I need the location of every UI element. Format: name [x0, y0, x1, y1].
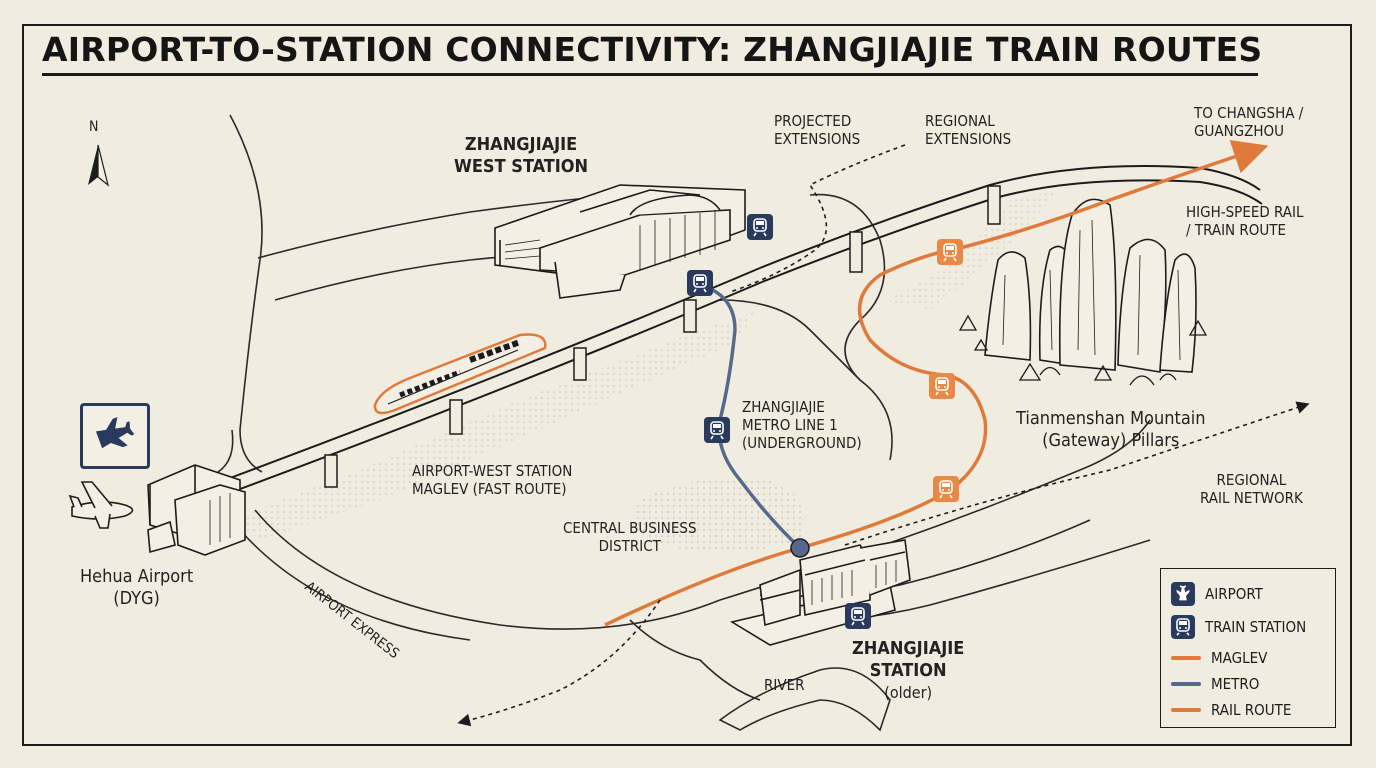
maglev-swatch: [1171, 656, 1201, 660]
legend-airport: AIRPORT: [1171, 581, 1263, 607]
map-title: AIRPORT-TO-STATION CONNECTIVITY: ZHANGJI…: [42, 30, 1263, 69]
maglev-shadow: [230, 310, 760, 540]
hsr-shade: [880, 190, 1060, 310]
metro-interchange: [790, 538, 810, 558]
airport-sign: [80, 403, 150, 469]
map-legend: AIRPORT TRAIN STATION MAGLEV METRO RAIL …: [1160, 568, 1336, 728]
maglev-train: [373, 333, 547, 415]
hsr-label: HIGH-SPEED RAIL/ TRAIN ROUTE: [1186, 203, 1304, 239]
hsr-route: [604, 140, 1269, 627]
compass-label: N: [89, 119, 99, 135]
legend-metro: METRO: [1171, 671, 1259, 697]
legend-rail-route: RAIL ROUTE: [1171, 697, 1291, 723]
hsr-stop-icon-2: [929, 373, 955, 399]
airplane-icon: [1171, 582, 1195, 606]
map-frame: [22, 24, 1352, 746]
west-station-building: [494, 184, 746, 299]
cbd-shade: [633, 477, 806, 552]
river-label: RIVER: [764, 676, 805, 694]
title-underline: [42, 73, 1258, 76]
station-markers: [687, 214, 963, 629]
legend-maglev: MAGLEV: [1171, 645, 1267, 671]
airport-label: Hehua Airport(DYG): [80, 566, 194, 609]
hsr-stop-icon-1: [937, 239, 963, 265]
zhangjiajie-station-train-icon: [845, 603, 871, 629]
dashed-extensions: [457, 144, 1310, 727]
to-changsha-label: TO CHANGSHA /GUANGZHOU: [1194, 104, 1304, 140]
legend-train-station: TRAIN STATION: [1171, 614, 1306, 640]
tianmenshan-pillars: [958, 198, 1208, 386]
west-station-train-icon: [747, 214, 773, 240]
hsr-stop-icon-3: [933, 476, 959, 502]
airplane-drawing: [68, 481, 134, 529]
north-arrow-icon: [88, 144, 110, 187]
train-icon: [1171, 615, 1195, 639]
airport-terminal: [147, 464, 246, 556]
maglev-west-stop-icon: [687, 270, 713, 296]
zhangjiajie-station-building: [729, 539, 911, 646]
tianmenshan-label: Tianmenshan Mountain(Gateway) Pillars: [1016, 408, 1206, 451]
metro-stop-icon: [704, 417, 730, 443]
river-banks: [718, 667, 891, 732]
metro-swatch: [1171, 682, 1201, 686]
maglev-guideway: [229, 165, 1263, 493]
rail-route-swatch: [1171, 708, 1201, 712]
airplane-icon: [95, 417, 135, 449]
